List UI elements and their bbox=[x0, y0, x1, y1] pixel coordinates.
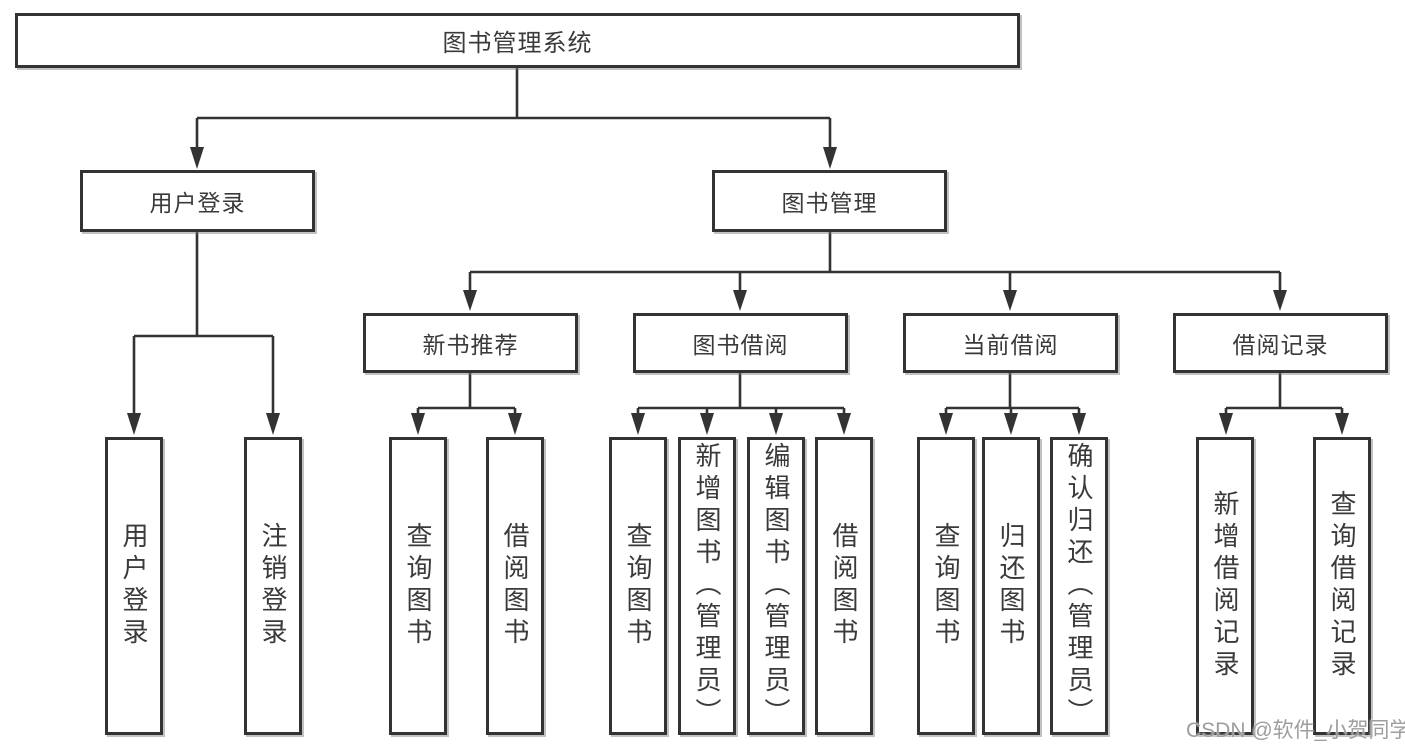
node-label: 注销登录 bbox=[258, 522, 288, 650]
node-library-management-system: 图书管理系统 bbox=[15, 13, 1020, 68]
leaf-add-books-admin: 新增图书（管理员） bbox=[678, 437, 736, 735]
node-label: 图书管理系统 bbox=[442, 30, 593, 57]
leaf-borrow-books-1: 借阅图书 bbox=[486, 437, 544, 735]
node-label: 查询借阅记录 bbox=[1327, 490, 1357, 682]
node-current-borrow: 当前借阅 bbox=[903, 313, 1118, 373]
leaf-return-books: 归还图书 bbox=[982, 437, 1040, 735]
node-label: 新书推荐 bbox=[422, 332, 519, 358]
leaf-query-books-3: 查询图书 bbox=[917, 437, 975, 735]
leaf-edit-books-admin: 编辑图书（管理员） bbox=[747, 437, 805, 735]
node-label: 当前借阅 bbox=[962, 332, 1059, 358]
node-label: 查询图书 bbox=[931, 522, 961, 650]
node-label: 用户登录 bbox=[149, 190, 246, 216]
leaf-borrow-books-2: 借阅图书 bbox=[815, 437, 873, 735]
node-book-borrow: 图书借阅 bbox=[633, 313, 848, 373]
leaf-confirm-return-admin: 确认归还（管理员） bbox=[1050, 437, 1108, 735]
node-user-login: 用户登录 bbox=[80, 170, 315, 232]
node-label: 图书管理 bbox=[781, 190, 878, 216]
node-label: 归还图书 bbox=[996, 522, 1026, 650]
node-label: 新增图书（管理员） bbox=[692, 442, 722, 730]
node-label: 用户登录 bbox=[119, 522, 149, 650]
leaf-query-books-2: 查询图书 bbox=[609, 437, 667, 735]
node-borrow-records: 借阅记录 bbox=[1173, 313, 1388, 373]
node-label: 编辑图书（管理员） bbox=[761, 442, 791, 730]
leaf-query-books-1: 查询图书 bbox=[389, 437, 447, 735]
node-label: 借阅记录 bbox=[1232, 332, 1329, 358]
node-label: 图书借阅 bbox=[692, 332, 789, 358]
leaf-query-borrow-record: 查询借阅记录 bbox=[1313, 437, 1371, 735]
node-label: 新增借阅记录 bbox=[1210, 490, 1240, 682]
leaf-user-login: 用户登录 bbox=[105, 437, 163, 735]
node-book-management: 图书管理 bbox=[712, 170, 947, 232]
node-label: 查询图书 bbox=[403, 522, 433, 650]
node-label: 借阅图书 bbox=[500, 522, 530, 650]
csdn-watermark: CSDN @软件_小贺同学 bbox=[1186, 719, 1405, 742]
node-label: 查询图书 bbox=[623, 522, 653, 650]
node-label: 确认归还（管理员） bbox=[1064, 442, 1094, 730]
node-label: 借阅图书 bbox=[829, 522, 859, 650]
leaf-logout: 注销登录 bbox=[244, 437, 302, 735]
leaf-add-borrow-record: 新增借阅记录 bbox=[1196, 437, 1254, 735]
node-new-book-recommend: 新书推荐 bbox=[363, 313, 578, 373]
arrowheads bbox=[127, 147, 1349, 435]
